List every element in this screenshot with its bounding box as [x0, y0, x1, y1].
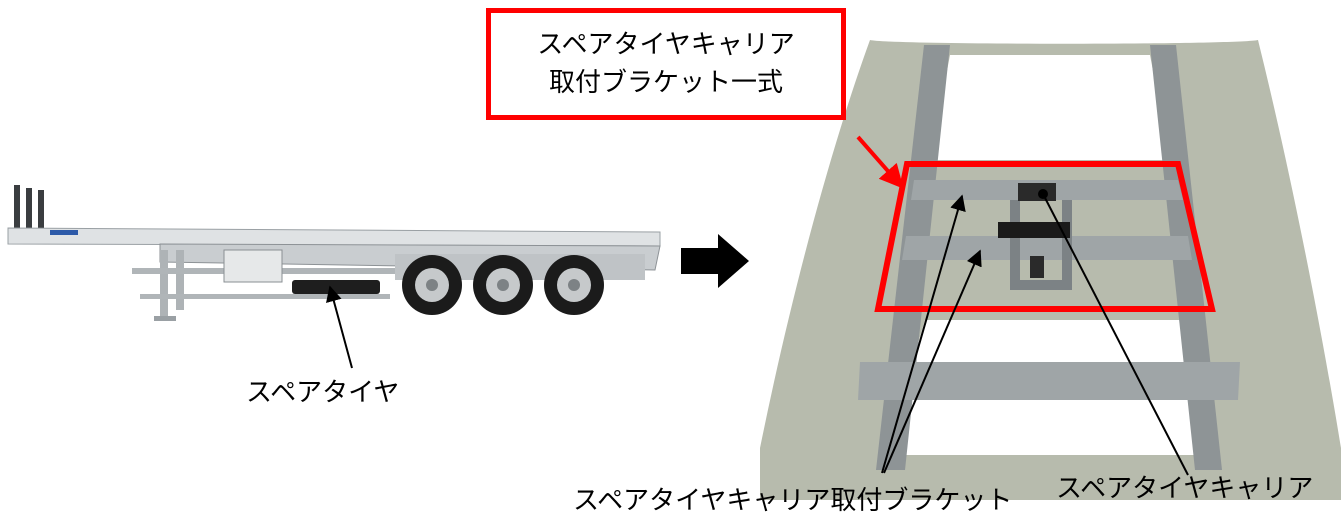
carrier-pointer [1042, 193, 1189, 476]
spare-tire-label: スペアタイヤ [246, 378, 400, 408]
transition-arrow-icon [681, 234, 749, 288]
callout-line-2: 取付ブラケット一式 [548, 68, 783, 98]
callout-line-1: スペアタイヤキャリア [537, 30, 795, 60]
wheel [473, 255, 533, 315]
bracket-label: スペアタイヤキャリア取付ブラケット [573, 486, 1013, 516]
bracket-pointer [883, 249, 982, 474]
carrier-label: スペアタイヤキャリア [1056, 474, 1314, 504]
bracket-pointer [881, 194, 966, 474]
chassis-photo [760, 40, 1341, 500]
callout-box: スペアタイヤキャリア 取付ブラケット一式 [486, 8, 846, 120]
highlight-frame [874, 161, 1216, 312]
wheel [544, 255, 604, 315]
trailer-photo [7, 185, 661, 321]
spare-tire-pointer [326, 285, 353, 369]
callout-connector [856, 135, 904, 189]
wheel [402, 255, 462, 315]
